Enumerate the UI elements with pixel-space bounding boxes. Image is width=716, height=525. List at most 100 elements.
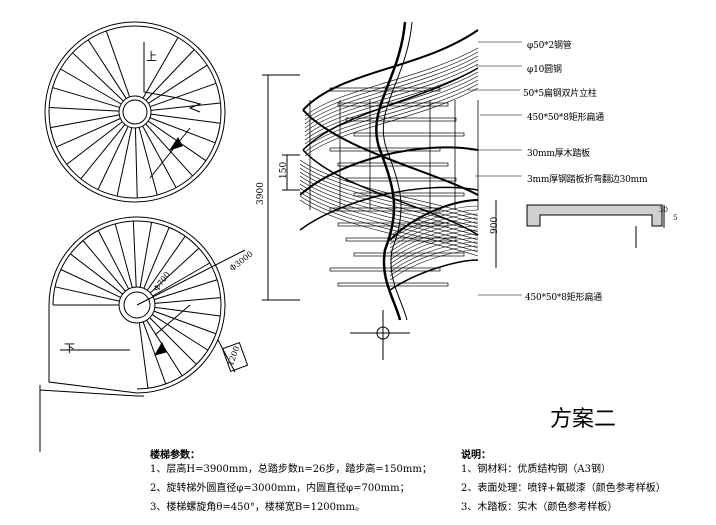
handrail-bottom bbox=[299, 186, 479, 231]
tread-line bbox=[97, 230, 130, 290]
detail-dim-a: 30 bbox=[659, 206, 668, 214]
rail-bar bbox=[304, 71, 479, 141]
rail-bar bbox=[304, 87, 479, 157]
rail-bar bbox=[304, 55, 479, 125]
tread-line bbox=[149, 117, 216, 144]
notes-line-2: 2、表面处理：喷锌+氟碳漆（颜色参考样板） bbox=[461, 483, 666, 494]
handrail-top bbox=[302, 109, 479, 196]
handrail-arc bbox=[52, 220, 222, 390]
tread-line bbox=[153, 310, 217, 335]
tread-line bbox=[50, 114, 120, 129]
rail-bar bbox=[389, 217, 479, 249]
handrail-bottom bbox=[389, 259, 479, 291]
tread-line bbox=[82, 240, 126, 292]
tread-line bbox=[142, 321, 167, 385]
center-column-inner bbox=[122, 99, 148, 125]
handrail-ring bbox=[48, 25, 222, 199]
tread-line bbox=[134, 127, 138, 198]
tread-line bbox=[49, 106, 120, 112]
tread-line bbox=[154, 279, 218, 301]
rail-bar bbox=[389, 241, 479, 273]
tread-line bbox=[97, 126, 129, 190]
params-line-3: 3、楼梯螺旋角θ=450°，楼梯宽B=1200mm。 bbox=[150, 502, 365, 513]
tread-line bbox=[87, 39, 127, 99]
callout-stringer-bottom: 450*50*8矩形扁通 bbox=[525, 293, 602, 303]
tread bbox=[337, 282, 449, 287]
down-label: 下 bbox=[64, 342, 75, 355]
callout-post: 50*5扁钢双片立柱 bbox=[523, 89, 597, 99]
rail-bar bbox=[389, 225, 479, 257]
tread-line bbox=[152, 262, 210, 297]
tread-line bbox=[54, 286, 120, 302]
tread-line bbox=[66, 121, 123, 165]
tread-line bbox=[145, 123, 193, 177]
tread-line bbox=[70, 253, 124, 295]
tread bbox=[329, 267, 441, 272]
params-line-2: 2、旋转梯外圆直径φ=3000mm，内圆直径φ=700mm； bbox=[150, 483, 410, 494]
up-arrow-path bbox=[143, 42, 202, 113]
tread-line bbox=[150, 113, 221, 124]
notes-line-1: 1、钢材料：优质结构钢（A3钢） bbox=[461, 464, 611, 475]
tread-line bbox=[138, 322, 149, 389]
tread-section-detail bbox=[526, 204, 665, 248]
rail-bar bbox=[299, 159, 479, 217]
rail-bar bbox=[389, 237, 479, 269]
rail-height-dim: 900 bbox=[490, 216, 500, 234]
tread-line bbox=[143, 227, 170, 289]
tread-line bbox=[142, 125, 177, 188]
tread bbox=[329, 207, 441, 212]
callout-pipe: φ50*2钢管 bbox=[527, 41, 572, 51]
rail-bar bbox=[299, 199, 479, 257]
outer-ring bbox=[44, 21, 226, 203]
rail-bar bbox=[299, 179, 479, 237]
tread-line bbox=[52, 87, 120, 108]
rail-bar bbox=[299, 183, 479, 241]
rail-bar bbox=[299, 171, 479, 229]
tread-line bbox=[149, 82, 217, 108]
params-heading: 楼梯参数： bbox=[150, 450, 200, 461]
center-column-inner bbox=[123, 291, 151, 319]
tread-line bbox=[60, 269, 121, 298]
tread bbox=[337, 162, 449, 167]
center-column-edge bbox=[382, 21, 413, 321]
rail-bar bbox=[304, 83, 479, 153]
callout-stringer-top: 450*50*8矩形扁通 bbox=[527, 113, 604, 123]
rail-bar bbox=[299, 187, 479, 245]
rail-bar bbox=[389, 221, 479, 253]
bottom-plan-view bbox=[39, 216, 249, 452]
up-label: 上 bbox=[146, 50, 157, 63]
tread-line bbox=[149, 247, 200, 294]
tread-section bbox=[526, 204, 663, 227]
down-arrow-head bbox=[153, 341, 167, 356]
rail-bar bbox=[299, 167, 479, 225]
center-column bbox=[118, 95, 152, 129]
rail-bar bbox=[304, 51, 479, 121]
elevation-view bbox=[262, 21, 522, 360]
rail-bar bbox=[299, 191, 479, 249]
tread-line bbox=[148, 64, 208, 104]
detail-dim-b: 5 bbox=[673, 214, 678, 222]
callout-wood-tread: 30mm厚木踏板 bbox=[527, 149, 590, 159]
tread-line bbox=[56, 118, 121, 148]
rail-bar bbox=[304, 67, 479, 137]
center-column bbox=[375, 21, 407, 321]
rail-bar bbox=[304, 75, 479, 145]
tread-line bbox=[149, 317, 197, 365]
walk-line bbox=[154, 304, 191, 336]
tread-line bbox=[114, 223, 133, 288]
rail-bar bbox=[304, 47, 479, 117]
walk-line bbox=[149, 127, 191, 179]
params-line-1: 1、层高H=3900mm，总踏步数n=26步，踏步高=150mm； bbox=[150, 464, 432, 475]
tread bbox=[353, 192, 465, 197]
rail-bar bbox=[389, 229, 479, 261]
tread-line bbox=[146, 235, 186, 291]
tread bbox=[345, 177, 457, 182]
tread-line bbox=[138, 127, 158, 196]
notes-line-3: 3、木踏板：实木（颜色参考样板） bbox=[461, 502, 618, 513]
rail-bar bbox=[304, 79, 479, 149]
callout-steel-tread: 3mm厚钢踏板折弯翻边30mm bbox=[527, 175, 648, 185]
step-height-dim: 150 bbox=[279, 161, 289, 179]
total-height-dim: 3900 bbox=[256, 182, 266, 205]
tread bbox=[337, 222, 449, 227]
